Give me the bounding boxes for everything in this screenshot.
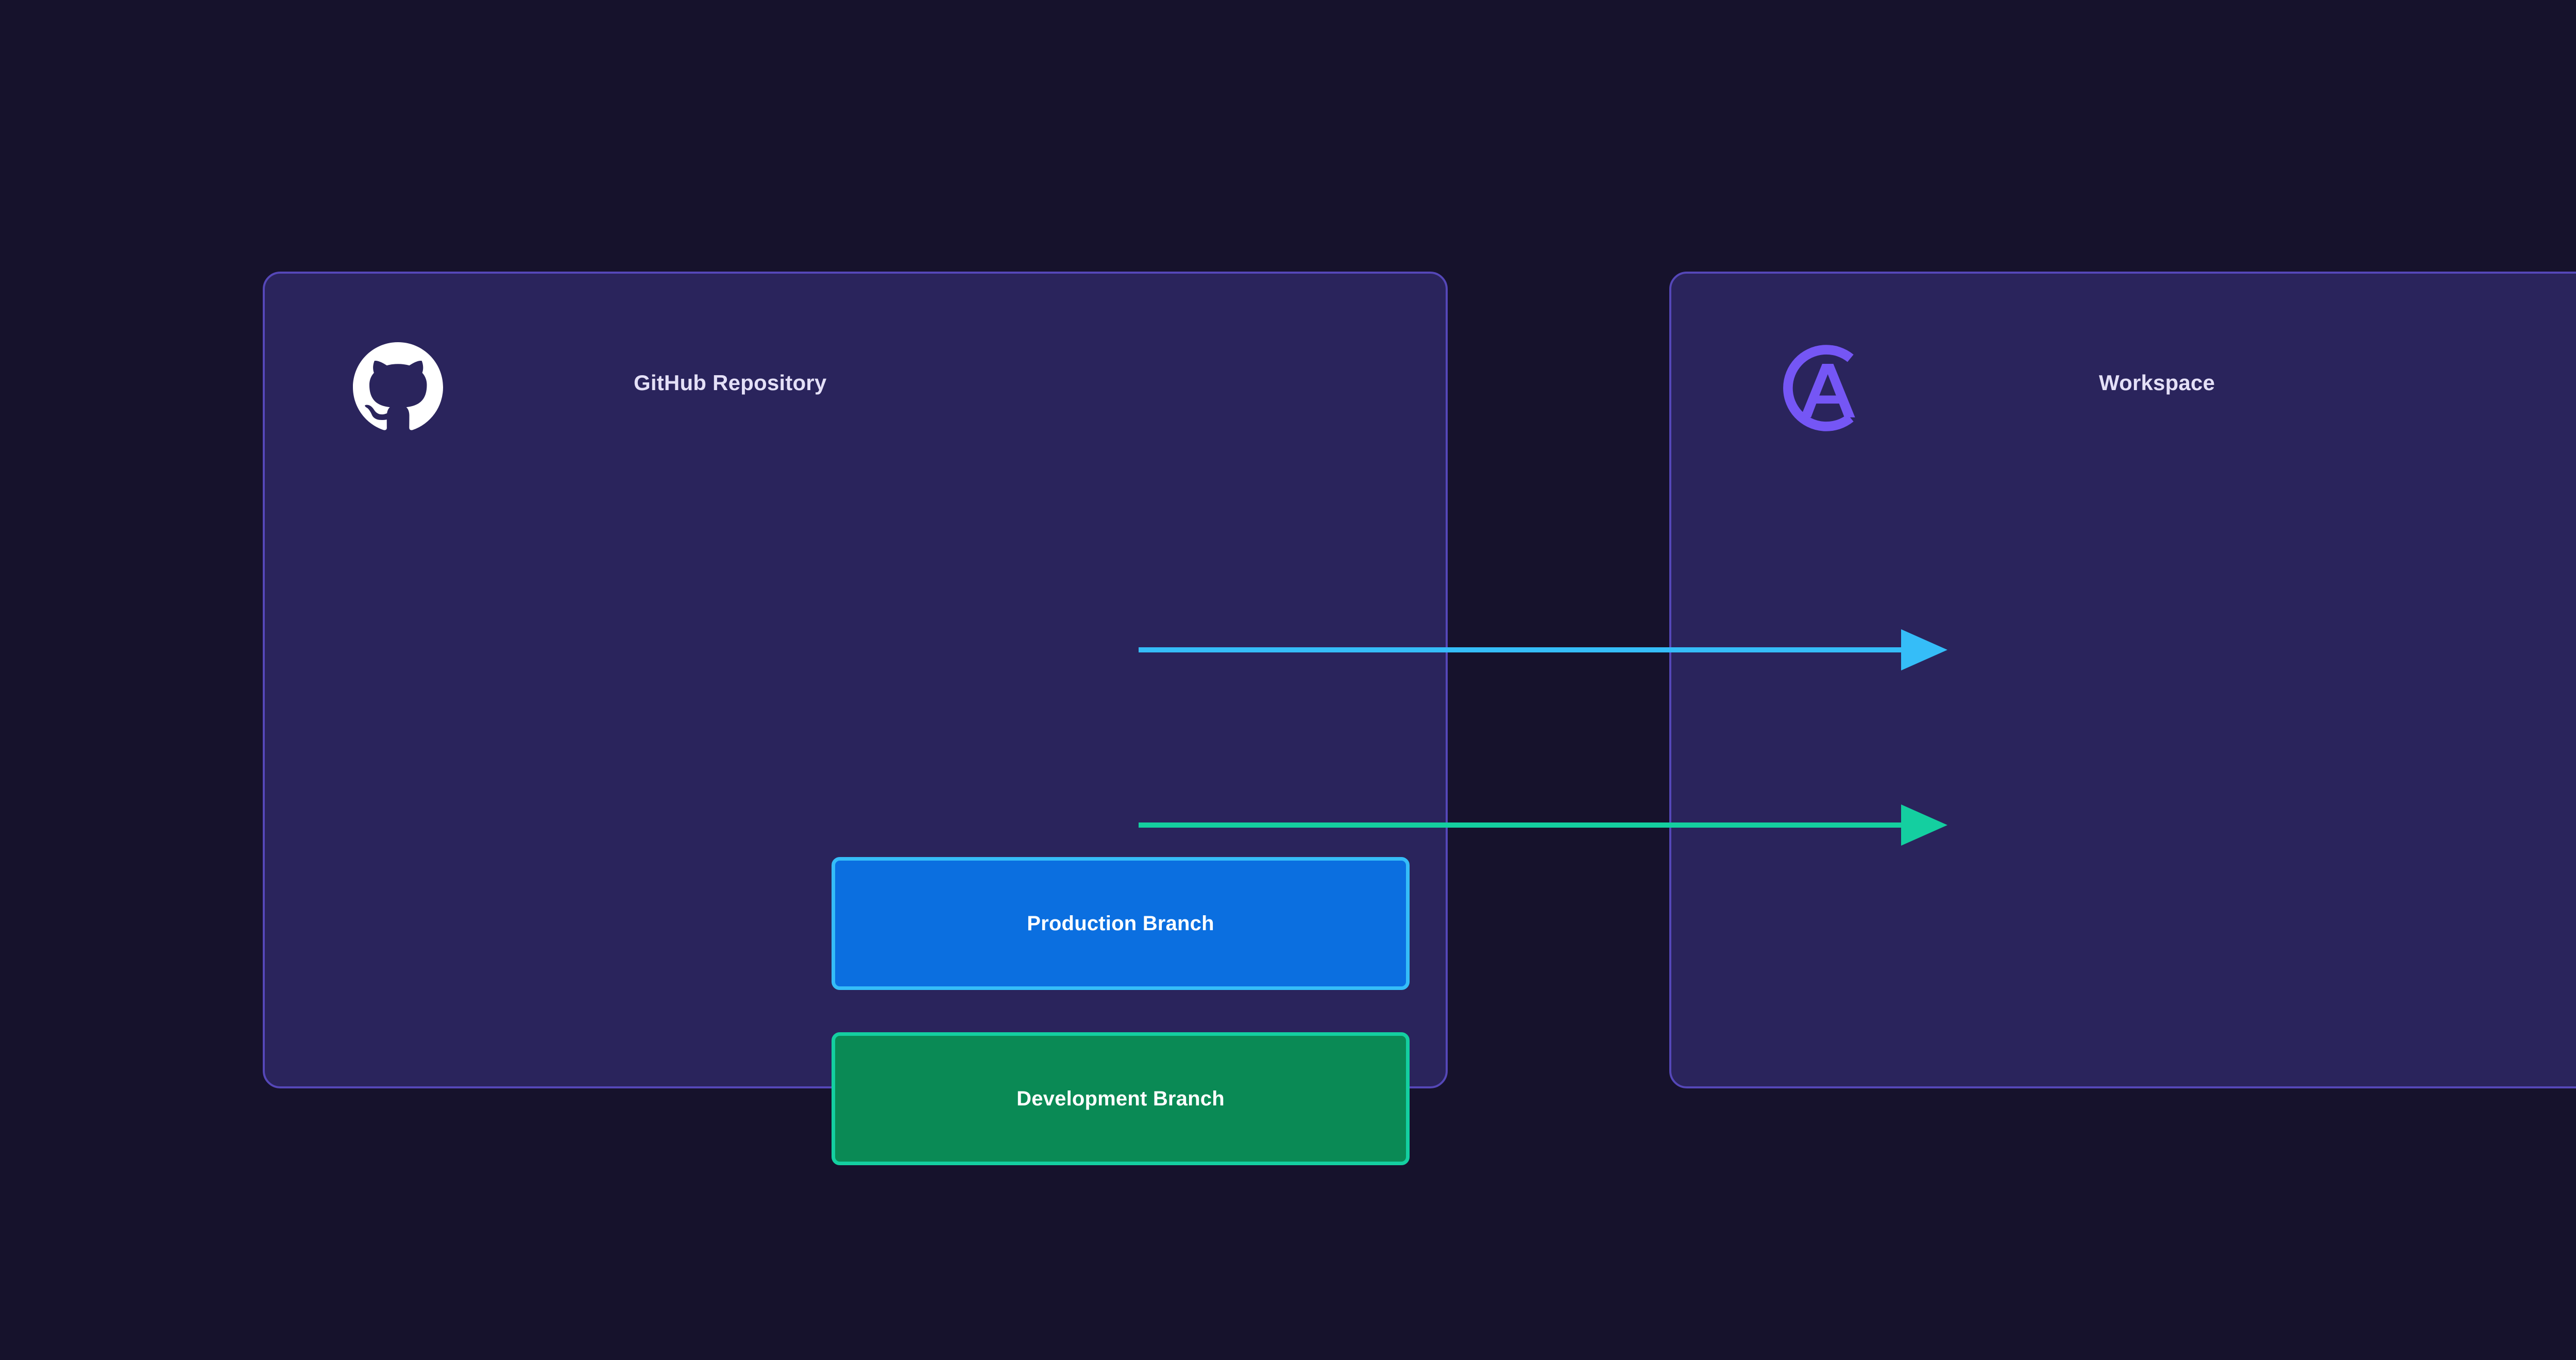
node-production-branch[interactable]: Production Branch bbox=[832, 857, 1410, 990]
panel-github-repository: GitHub Repository Production Branch Deve… bbox=[263, 272, 1448, 1165]
panel-title-workspace: Workspace bbox=[2099, 371, 2215, 395]
arrowhead-icon bbox=[1901, 629, 1947, 670]
panel-title-github-repository: GitHub Repository bbox=[634, 371, 827, 395]
node-label: Production Branch bbox=[1027, 912, 1214, 935]
node-development-branch[interactable]: Development Branch bbox=[832, 1032, 1410, 1165]
connector-production-flow bbox=[1139, 629, 1947, 670]
node-label: Development Branch bbox=[1016, 1087, 1225, 1110]
panel-header-workspace: Workspace bbox=[1671, 335, 2576, 439]
github-octocat-icon bbox=[351, 341, 444, 433]
workspace-arc-a-icon bbox=[1769, 337, 1872, 440]
connector-development-flow bbox=[1139, 804, 1947, 846]
panel-header-github: GitHub Repository bbox=[265, 335, 1446, 439]
arrowhead-icon bbox=[1901, 804, 1947, 846]
panel-workspace: Workspace Production Deployment Developm… bbox=[1669, 272, 2576, 1088]
